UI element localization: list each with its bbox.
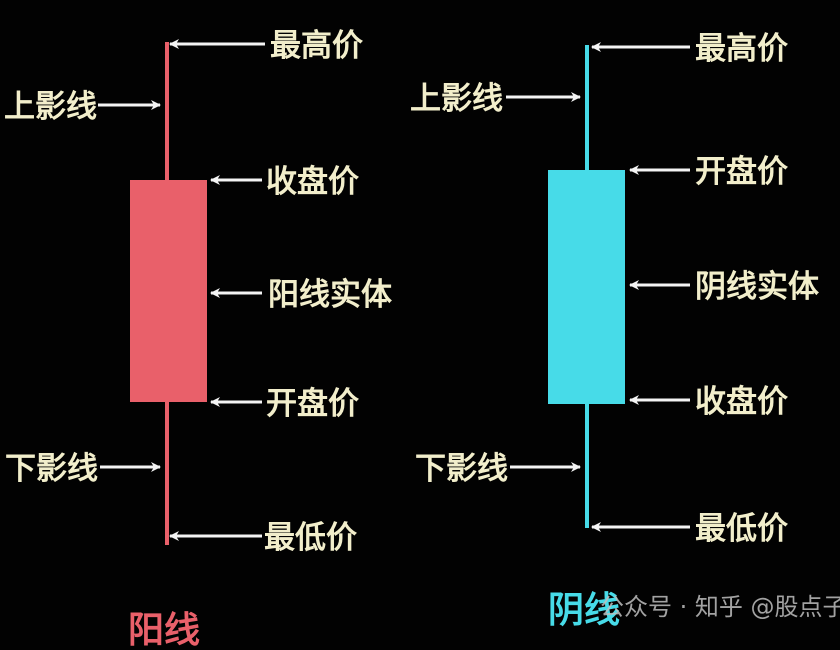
label-high: 最高价 xyxy=(695,31,788,67)
bearish-body xyxy=(548,170,625,404)
bearish-arrows xyxy=(506,42,690,532)
label-lower-shadow: 下影线 xyxy=(415,451,508,487)
bullish-arrows xyxy=(98,39,265,541)
bullish-body xyxy=(130,180,207,402)
label-low: 最低价 xyxy=(264,520,357,556)
label-upper-shadow: 上影线 xyxy=(4,89,97,125)
label-open: 开盘价 xyxy=(695,154,788,190)
label-body: 阴线实体 xyxy=(695,269,819,305)
label-close: 收盘价 xyxy=(266,164,359,200)
label-low: 最低价 xyxy=(695,511,788,547)
label-close: 收盘价 xyxy=(695,384,788,420)
label-lower-shadow: 下影线 xyxy=(5,451,98,487)
label-open: 开盘价 xyxy=(266,386,359,422)
bullish-candle xyxy=(130,42,207,545)
watermark: 公众号 · 知乎 @股点子 xyxy=(600,593,840,621)
label-upper-shadow: 上影线 xyxy=(410,81,503,117)
bullish-title: 阳线 xyxy=(128,609,200,650)
bearish-candle xyxy=(548,45,625,528)
label-body: 阳线实体 xyxy=(268,277,392,313)
bearish-title: 阴线 xyxy=(548,589,620,631)
label-high: 最高价 xyxy=(270,28,363,64)
